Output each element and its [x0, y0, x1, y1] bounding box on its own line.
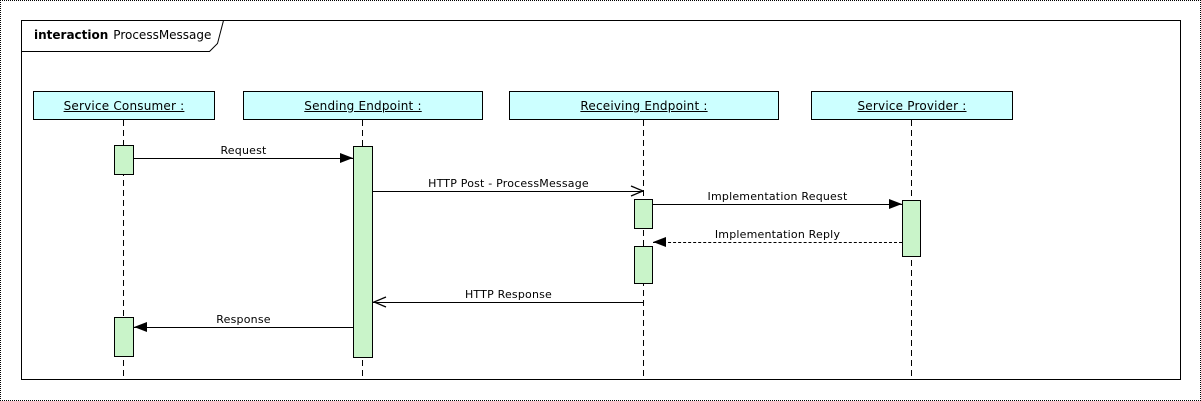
activation-bar-consumer-2 — [114, 317, 134, 357]
lifeline-head-service-consumer: Service Consumer : — [33, 91, 215, 120]
filled-arrowhead-left-icon — [134, 322, 147, 332]
message-line-dashed — [653, 242, 902, 243]
interaction-frame — [21, 20, 1181, 380]
open-arrowhead-right-icon — [630, 185, 644, 197]
lifeline-service-consumer — [123, 120, 124, 380]
message-label: Implementation Request — [707, 190, 848, 203]
lifeline-head-sending-endpoint: Sending Endpoint : — [243, 91, 483, 120]
message-label: Implementation Reply — [714, 228, 841, 241]
message-label: Response — [216, 313, 271, 326]
frame-label-pentagon — [21, 20, 225, 52]
frame-label: interaction ProcessMessage — [34, 20, 211, 51]
message-line — [134, 327, 353, 328]
lifeline-head-receiving-endpoint: Receiving Endpoint : — [509, 91, 779, 120]
message-label: HTTP Response — [464, 288, 553, 301]
message-line — [373, 191, 644, 192]
message-label: Request — [220, 144, 267, 157]
lifeline-head-label: Service Provider : — [857, 98, 967, 113]
activation-bar-consumer-1 — [114, 145, 134, 175]
message-line — [373, 302, 644, 303]
activation-bar-receiving-2 — [634, 246, 653, 284]
filled-arrowhead-right-icon — [889, 199, 902, 209]
lifeline-head-service-provider: Service Provider : — [811, 91, 1013, 120]
activation-bar-sending — [353, 146, 373, 358]
lifeline-head-label: Sending Endpoint : — [304, 98, 422, 113]
message-label: HTTP Post - ProcessMessage — [428, 177, 589, 190]
filled-arrowhead-left-icon — [653, 237, 666, 247]
filled-arrowhead-right-icon — [340, 153, 353, 163]
activation-bar-provider — [902, 200, 921, 257]
message-line — [134, 158, 353, 159]
message-line — [653, 204, 902, 205]
lifeline-head-label: Service Consumer : — [63, 98, 185, 113]
open-arrowhead-left-icon — [373, 296, 387, 308]
activation-bar-receiving-1 — [634, 199, 653, 229]
frame-title: ProcessMessage — [113, 28, 212, 42]
lifeline-head-label: Receiving Endpoint : — [580, 98, 708, 113]
frame-keyword: interaction — [34, 28, 109, 42]
